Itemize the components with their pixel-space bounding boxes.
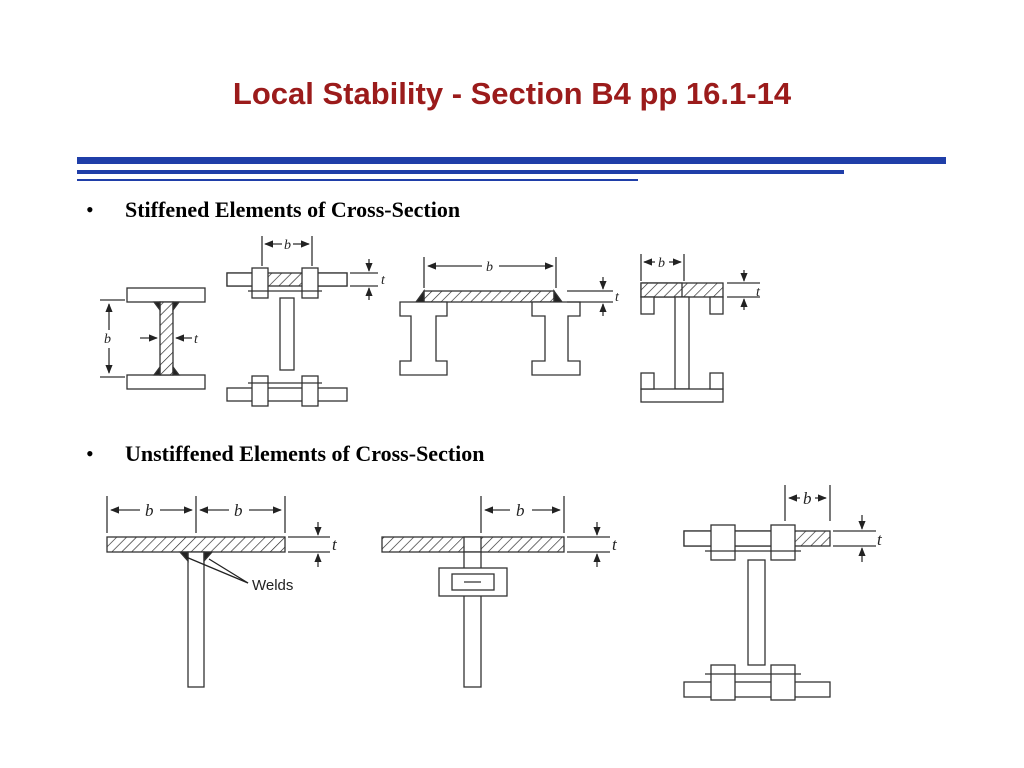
label-b-tee-left: b — [145, 501, 154, 520]
stiffened-riveted-cover-plate-section — [226, 236, 378, 407]
label-t-bolted-tee: t — [612, 535, 618, 554]
bullet-unstiffened: Unstiffened Elements of Cross-Section — [125, 441, 485, 466]
header-rule-thin — [77, 179, 638, 181]
bullet-marker-1: • — [86, 197, 94, 222]
label-t-fig3: t — [615, 290, 620, 305]
label-t-fig2: t — [381, 273, 386, 288]
label-t-fig1: t — [194, 332, 199, 347]
label-b-fig2: b — [284, 238, 291, 253]
header-rule-middle — [77, 170, 844, 174]
stiffened-welded-i-section — [100, 287, 206, 390]
label-b-fig3: b — [486, 260, 493, 275]
label-b-bolted-tee: b — [516, 501, 525, 520]
unstiffened-welded-tee-section — [106, 496, 330, 688]
bullet-marker-2: • — [86, 441, 94, 466]
label-welds: Welds — [252, 577, 293, 594]
label-t-built-up: t — [877, 530, 883, 549]
label-t-tee: t — [332, 535, 338, 554]
slide-title: Local Stability - Section B4 pp 16.1-14 — [232, 76, 792, 111]
label-b-fig4: b — [658, 256, 665, 271]
label-b-fig1: b — [104, 332, 111, 347]
label-t-fig4: t — [756, 285, 761, 300]
label-b-built-up: b — [803, 489, 812, 508]
stiffened-flanged-box-section — [640, 254, 760, 403]
unstiffened-bolted-tee-section — [381, 496, 610, 688]
unstiffened-riveted-built-up-section — [683, 485, 876, 701]
header-rule-thick — [77, 157, 946, 164]
stiffened-twin-channel-plate-section — [399, 257, 613, 376]
bullet-stiffened: Stiffened Elements of Cross-Section — [125, 197, 461, 222]
label-b-tee-right: b — [234, 501, 243, 520]
